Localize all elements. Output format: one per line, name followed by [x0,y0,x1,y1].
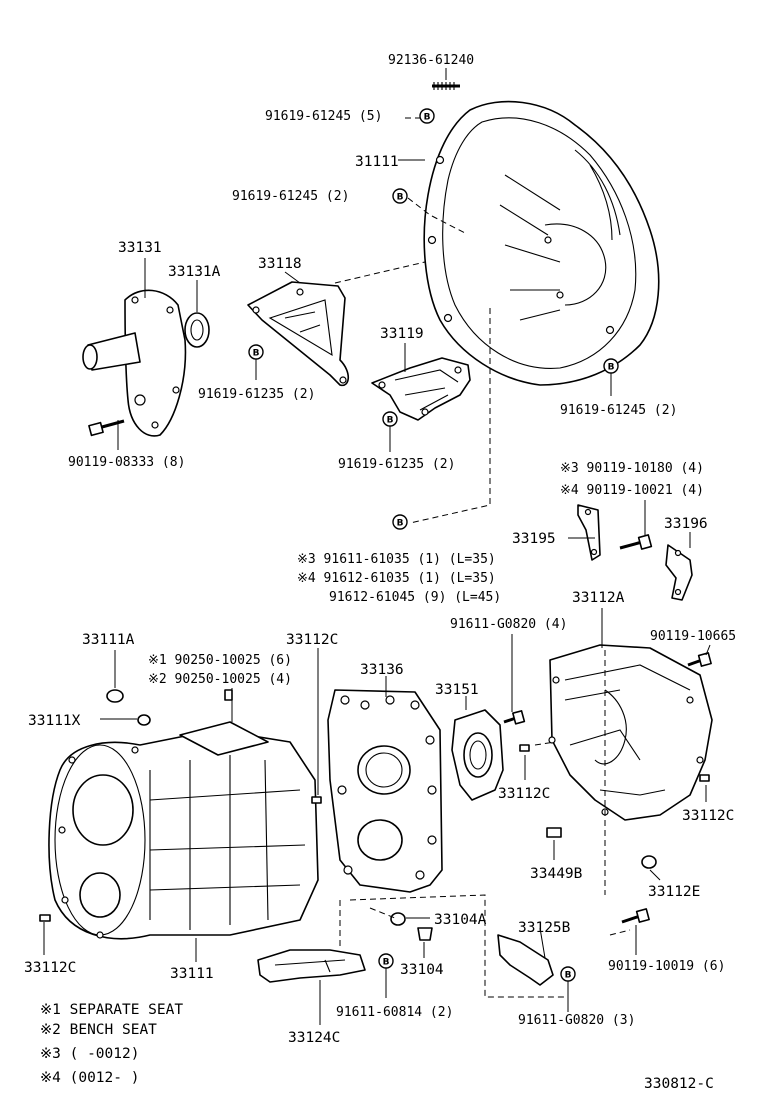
svg-text:B: B [387,416,394,426]
label-33111: 33111 [170,966,214,982]
leader-lines [43,159,711,1025]
label-91619-61245-2b: 91619-61245 (2) [560,403,677,418]
svg-text:B: B [397,193,404,203]
bracket-33124C-drawing [257,949,366,983]
label-33151: 33151 [435,682,479,698]
label-33104: 33104 [400,962,444,978]
label-90119-10180: ※3 90119-10180 (4) [560,461,704,476]
footnote-4: ※4 (0012- ) [40,1070,139,1086]
label-33124C: 33124C [288,1030,340,1046]
label-33112A: 33112A [572,590,625,606]
badge-b: B [419,108,435,124]
svg-text:B: B [397,519,404,529]
badge-b: B [392,188,408,204]
label-33112C-left: 33112C [24,960,76,976]
badge-b: B [382,411,398,427]
label-33104A: 33104A [434,912,487,928]
label-90119-08333: 90119-08333 (8) [68,455,185,470]
label-31111: 31111 [355,154,399,170]
flange-bolt-drawing [88,419,125,437]
label-90119-10021: ※4 90119-10021 (4) [560,483,704,498]
label-90250-10025-4: ※2 90250-10025 (4) [148,672,292,687]
badge-b: B [392,514,408,530]
label-91611-61035: ※3 91611-61035 (1) (L=35) [297,552,496,567]
label-33111X: 33111X [28,713,81,729]
bracket-33119-drawing [371,357,471,421]
b-badges: B B B B B B B B [248,108,619,982]
label-33196: 33196 [664,516,708,532]
label-91611-60814: 91611-60814 (2) [336,1005,453,1020]
label-33111A: 33111A [82,632,135,648]
label-90119-10019: 90119-10019 (6) [608,959,725,974]
label-33112C-right: 33112C [682,808,734,824]
svg-text:B: B [424,113,431,123]
plate-33196-drawing [665,544,693,601]
footnote-2: ※2 BENCH SEAT [40,1022,157,1038]
badge-b: B [603,358,619,374]
label-92136-61240: 92136-61240 [388,53,474,68]
part-labels: 92136-61240 91619-61245 (5) 31111 91619-… [24,53,736,1046]
badge-b: B [560,966,576,982]
stud-bolt-drawing [432,68,460,90]
label-33125B: 33125B [518,920,571,936]
svg-text:B: B [383,958,390,968]
bolt-91611-G0820-drawing [503,710,526,725]
footnotes: ※1 SEPARATE SEAT ※2 BENCH SEAT ※3 ( -001… [40,1002,183,1086]
label-33112C-top: 33112C [286,632,338,648]
badge-b: B [248,344,264,360]
svg-text:B: B [608,363,615,373]
badge-b: B [378,953,394,969]
label-91619-61245-5: 91619-61245 (5) [265,109,382,124]
label-33112E: 33112E [648,884,700,900]
small-parts-drawing [39,689,710,941]
label-33131: 33131 [118,240,162,256]
diagram-code: 330812-C [644,1076,714,1092]
bolt-33195-drawing [619,534,653,550]
label-33118: 33118 [258,256,302,272]
footnote-3: ※3 ( -0012) [40,1046,139,1062]
label-33131A: 33131A [168,264,221,280]
transmission-case-drawing [48,721,319,940]
plate-33125B-drawing [497,934,554,986]
bolt-90119-10665-drawing [687,652,712,667]
label-33112C-mid: 33112C [498,786,550,802]
label-90119-10665: 90119-10665 [650,629,736,644]
bearing-retainer-drawing [82,289,187,437]
bolt-90119-10019-drawing [621,908,650,924]
label-33195: 33195 [512,531,556,547]
label-91611-G0820-4: 91611-G0820 (4) [450,617,567,632]
label-33136: 33136 [360,662,404,678]
label-33449B: 33449B [530,866,583,882]
label-90250-10025-6: ※1 90250-10025 (6) [148,653,292,668]
label-91612-61035: ※4 91612-61035 (1) (L=35) [297,571,496,586]
svg-text:B: B [565,971,572,981]
plate-33195-drawing [577,504,601,561]
label-91611-G0820-3: 91611-G0820 (3) [518,1013,635,1028]
label-91619-61235-2b: 91619-61235 (2) [338,457,455,472]
footnote-1: ※1 SEPARATE SEAT [40,1002,183,1018]
assembly-lines [334,117,631,998]
clutch-housing-drawing [423,100,660,386]
label-91619-61235-2a: 91619-61235 (2) [198,387,315,402]
label-33119: 33119 [380,326,424,342]
svg-text:B: B [253,349,260,359]
label-91619-61245-2a: 91619-61245 (2) [232,189,349,204]
label-91612-61045: 91612-61045 (9) (L=45) [329,590,501,605]
adapter-plate-drawing [327,689,443,893]
extension-housing-drawing [548,644,713,821]
retainer-33151-drawing [451,709,504,801]
bracket-33118-drawing [247,281,350,387]
oil-seal-drawing [184,312,210,348]
